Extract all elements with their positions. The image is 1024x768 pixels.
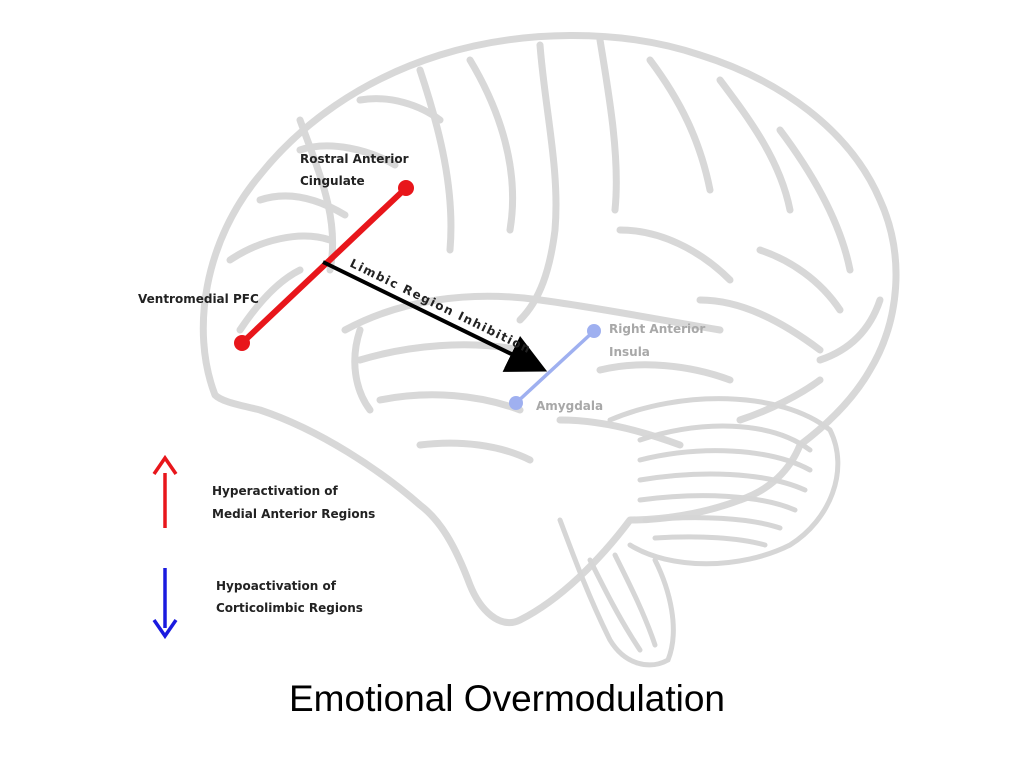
hypo-arrow-icon bbox=[152, 619, 178, 640]
rostral-anterior-cingulate-node[interactable] bbox=[398, 180, 414, 196]
brain-illustration bbox=[199, 32, 900, 626]
inhibition-arrow-label: Limbic Region Inhibition bbox=[348, 256, 534, 356]
hyperactivation-link bbox=[239, 185, 409, 346]
amygdala-label: Amygdala bbox=[536, 399, 603, 413]
ventromedial-pfc-node[interactable] bbox=[234, 335, 250, 351]
legend-hypo-label: Hypoactivation of Corticolimbic Regions bbox=[216, 579, 363, 615]
amygdala-insula-link bbox=[514, 329, 596, 405]
slide-title: Emotional Overmodulation bbox=[289, 678, 725, 719]
amygdala-node[interactable] bbox=[509, 396, 523, 410]
right-anterior-insula-node[interactable] bbox=[587, 324, 601, 338]
legend: Hyperactivation of Medial Anterior Regio… bbox=[152, 454, 375, 640]
inhibition-arrow bbox=[322, 260, 548, 372]
rostral-anterior-cingulate-label: Rostral Anterior Cingulate bbox=[300, 152, 413, 188]
hyper-arrow-icon bbox=[152, 454, 178, 475]
ventromedial-pfc-label: Ventromedial PFC bbox=[138, 292, 259, 306]
legend-hyper-label: Hyperactivation of Medial Anterior Regio… bbox=[212, 484, 375, 521]
cerebellum-illustration bbox=[557, 396, 841, 668]
right-anterior-insula-label: Right Anterior Insula bbox=[609, 322, 710, 359]
